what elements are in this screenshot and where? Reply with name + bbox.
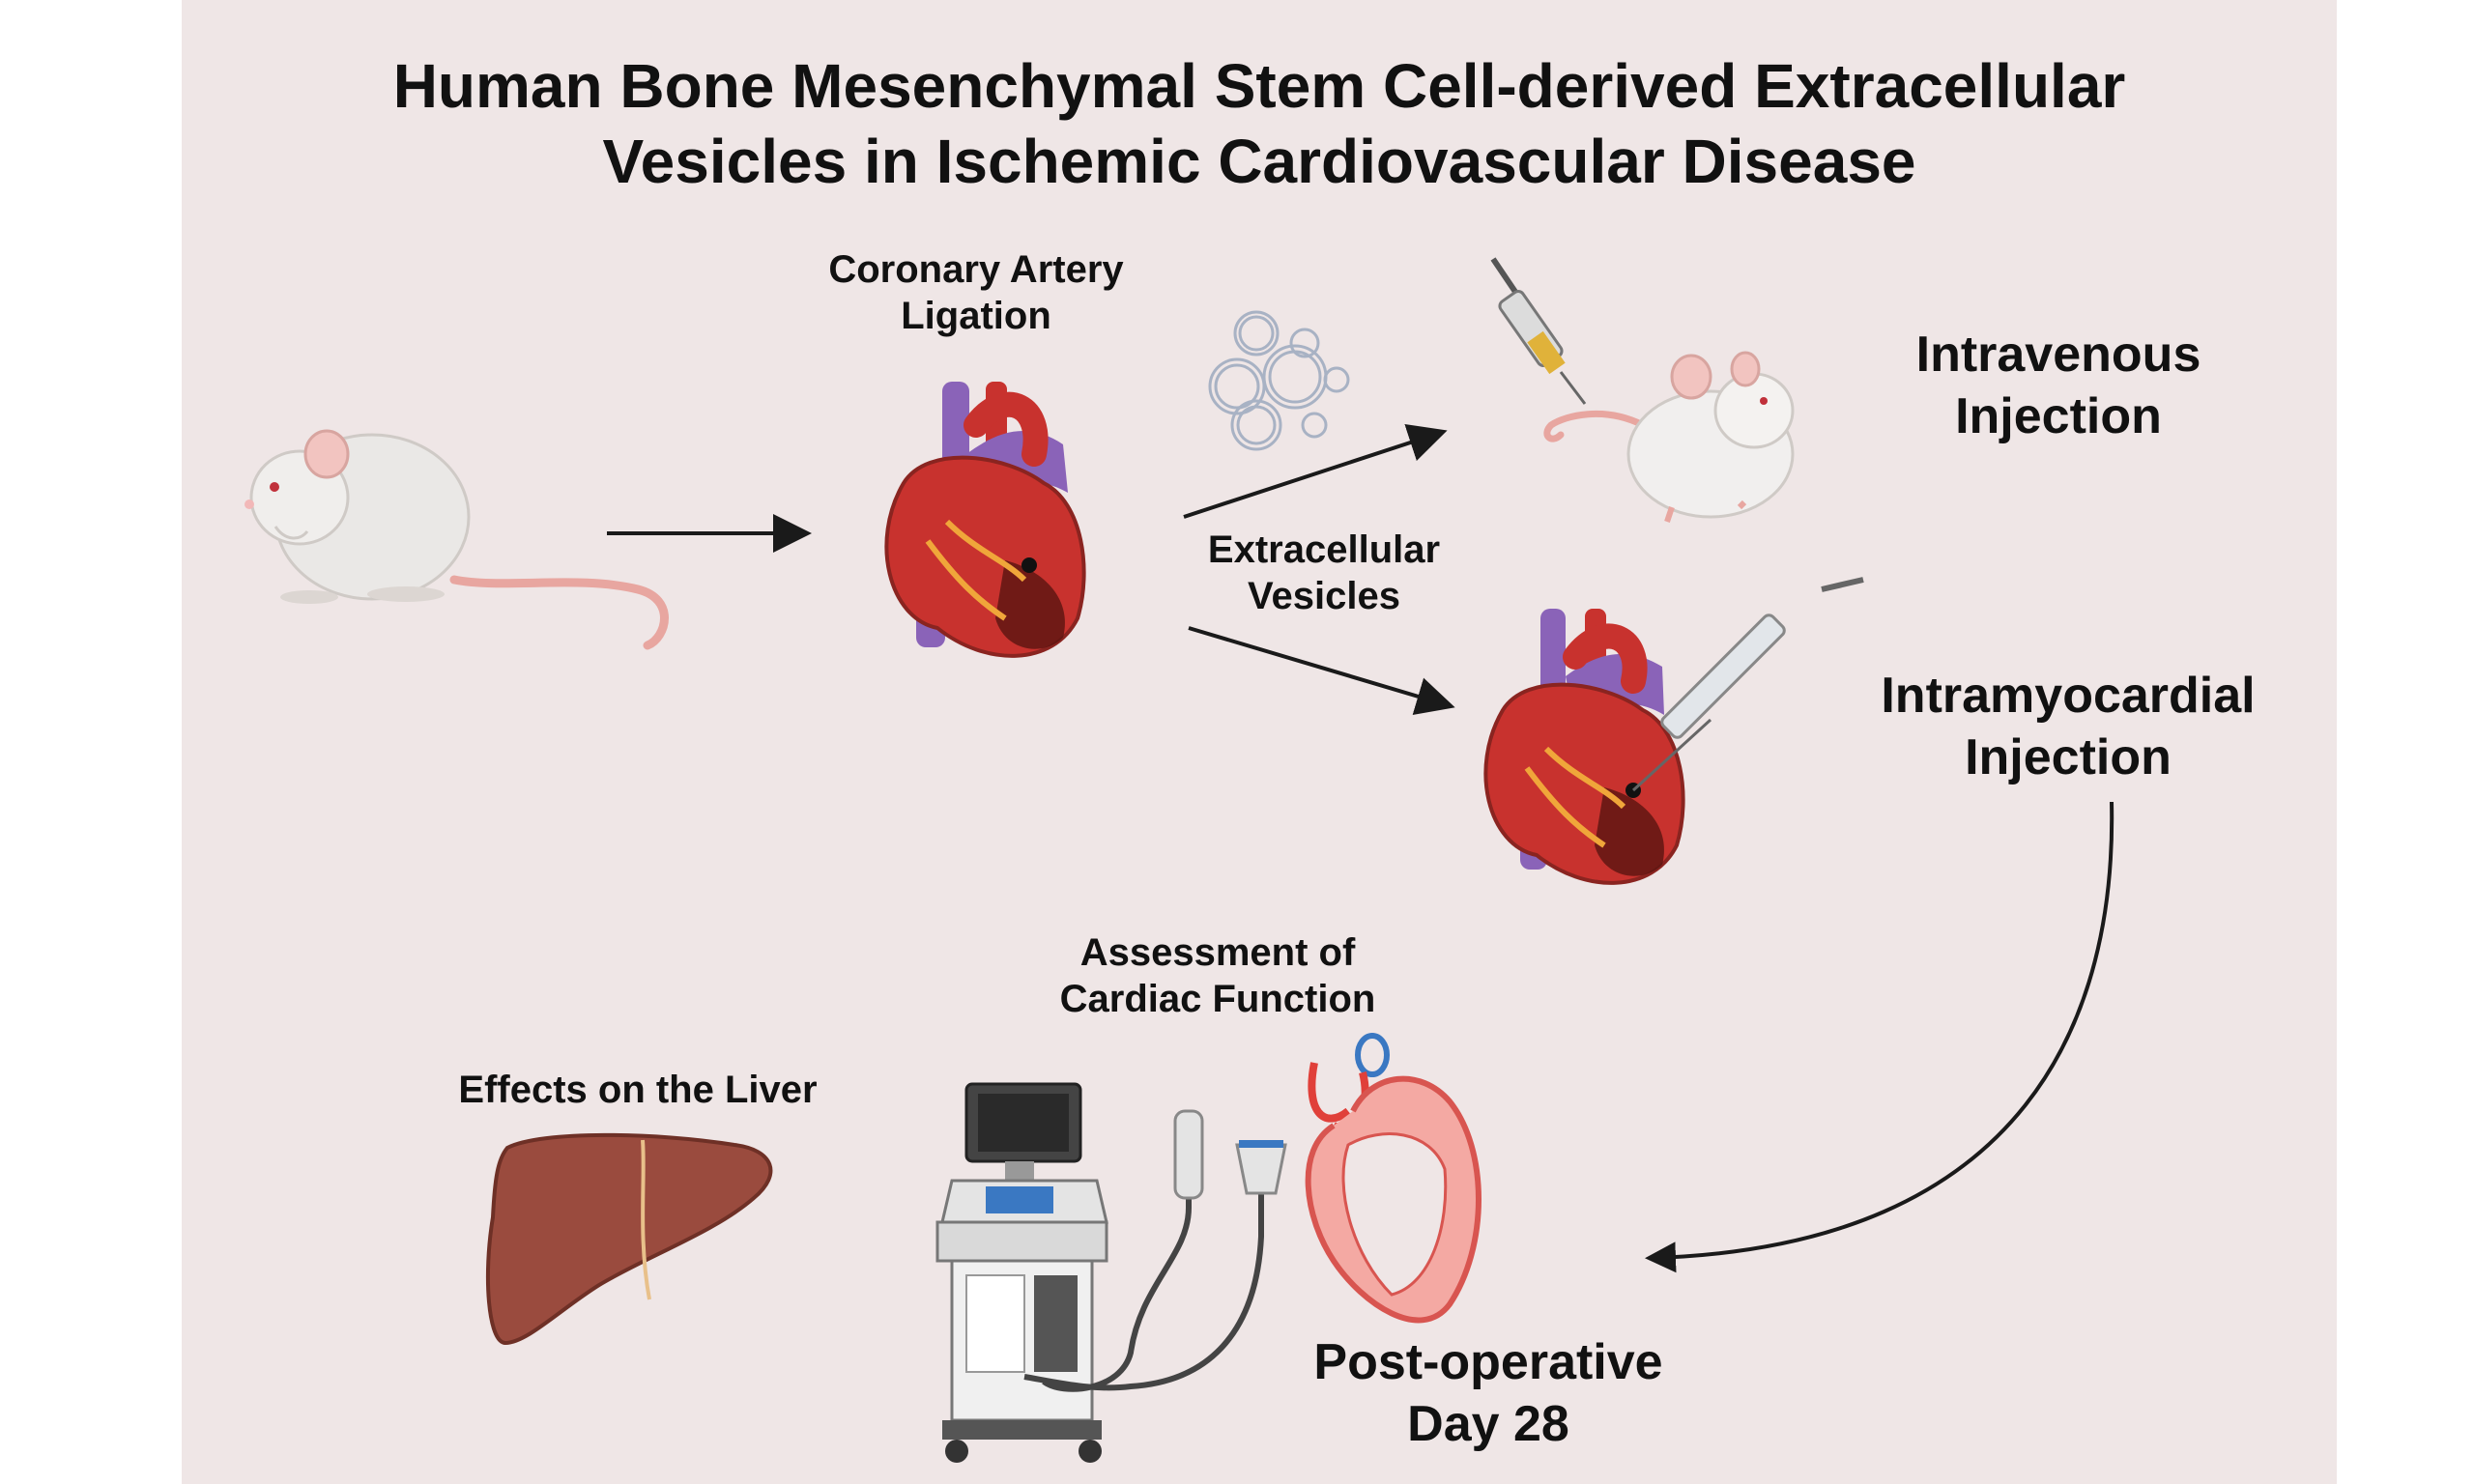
label-coronary-ligation: Coronary Artery Ligation xyxy=(783,246,1169,339)
title-line-2: Vesicles in Ischemic Cardiovascular Dise… xyxy=(602,127,1916,196)
label-iv-line1: Intravenous xyxy=(1915,327,2201,383)
arrow-to-intramyocardial xyxy=(1188,626,1455,716)
label-coronary-ligation-line2: Ligation xyxy=(901,295,1051,337)
heart-icon xyxy=(884,382,1086,658)
label-im-line1: Intramyocardial xyxy=(1881,668,2256,724)
rat-icon xyxy=(245,429,669,650)
arrow-to-intravenous xyxy=(1183,423,1448,519)
liver-icon xyxy=(485,1132,773,1346)
label-liver-text: Effects on the Liver xyxy=(458,1069,818,1111)
label-iv-line2: Injection xyxy=(1955,388,2162,444)
label-post-operative: Post-operative Day 28 xyxy=(1276,1331,1701,1455)
label-liver: Effects on the Liver xyxy=(425,1067,850,1113)
arrow-to-day-28 xyxy=(1645,801,2114,1273)
label-im-line2: Injection xyxy=(1965,729,2172,785)
label-assessment-line1: Assessment of xyxy=(1079,931,1356,974)
heart-section-icon xyxy=(1305,1033,1482,1324)
vesicles-icon xyxy=(1208,310,1350,451)
label-post-line1: Post-operative xyxy=(1313,1334,1663,1390)
mouse-icon xyxy=(1543,351,1795,523)
label-coronary-ligation-line1: Coronary Artery xyxy=(828,248,1124,291)
label-intramyocardial-injection: Intramyocardial Injection xyxy=(1836,665,2300,788)
ultrasound-machine-icon xyxy=(935,1082,1287,1463)
label-assessment: Assessment of Cardiac Function xyxy=(1015,929,1421,1022)
label-post-line2: Day 28 xyxy=(1407,1396,1569,1452)
page-title: Human Bone Mesenchymal Stem Cell-derived… xyxy=(182,48,2337,199)
label-ev-line2: Vesicles xyxy=(1248,575,1400,617)
label-ev-line1: Extracellular xyxy=(1207,528,1441,571)
title-line-1: Human Bone Mesenchymal Stem Cell-derived… xyxy=(392,51,2126,121)
heart-injected-icon xyxy=(1483,577,1864,885)
label-intravenous-injection: Intravenous Injection xyxy=(1856,324,2261,447)
label-assessment-line2: Cardiac Function xyxy=(1059,978,1376,1020)
label-extracellular-vesicles: Extracellular Vesicles xyxy=(1160,527,1488,619)
syringe-iv-icon xyxy=(1490,257,1587,405)
